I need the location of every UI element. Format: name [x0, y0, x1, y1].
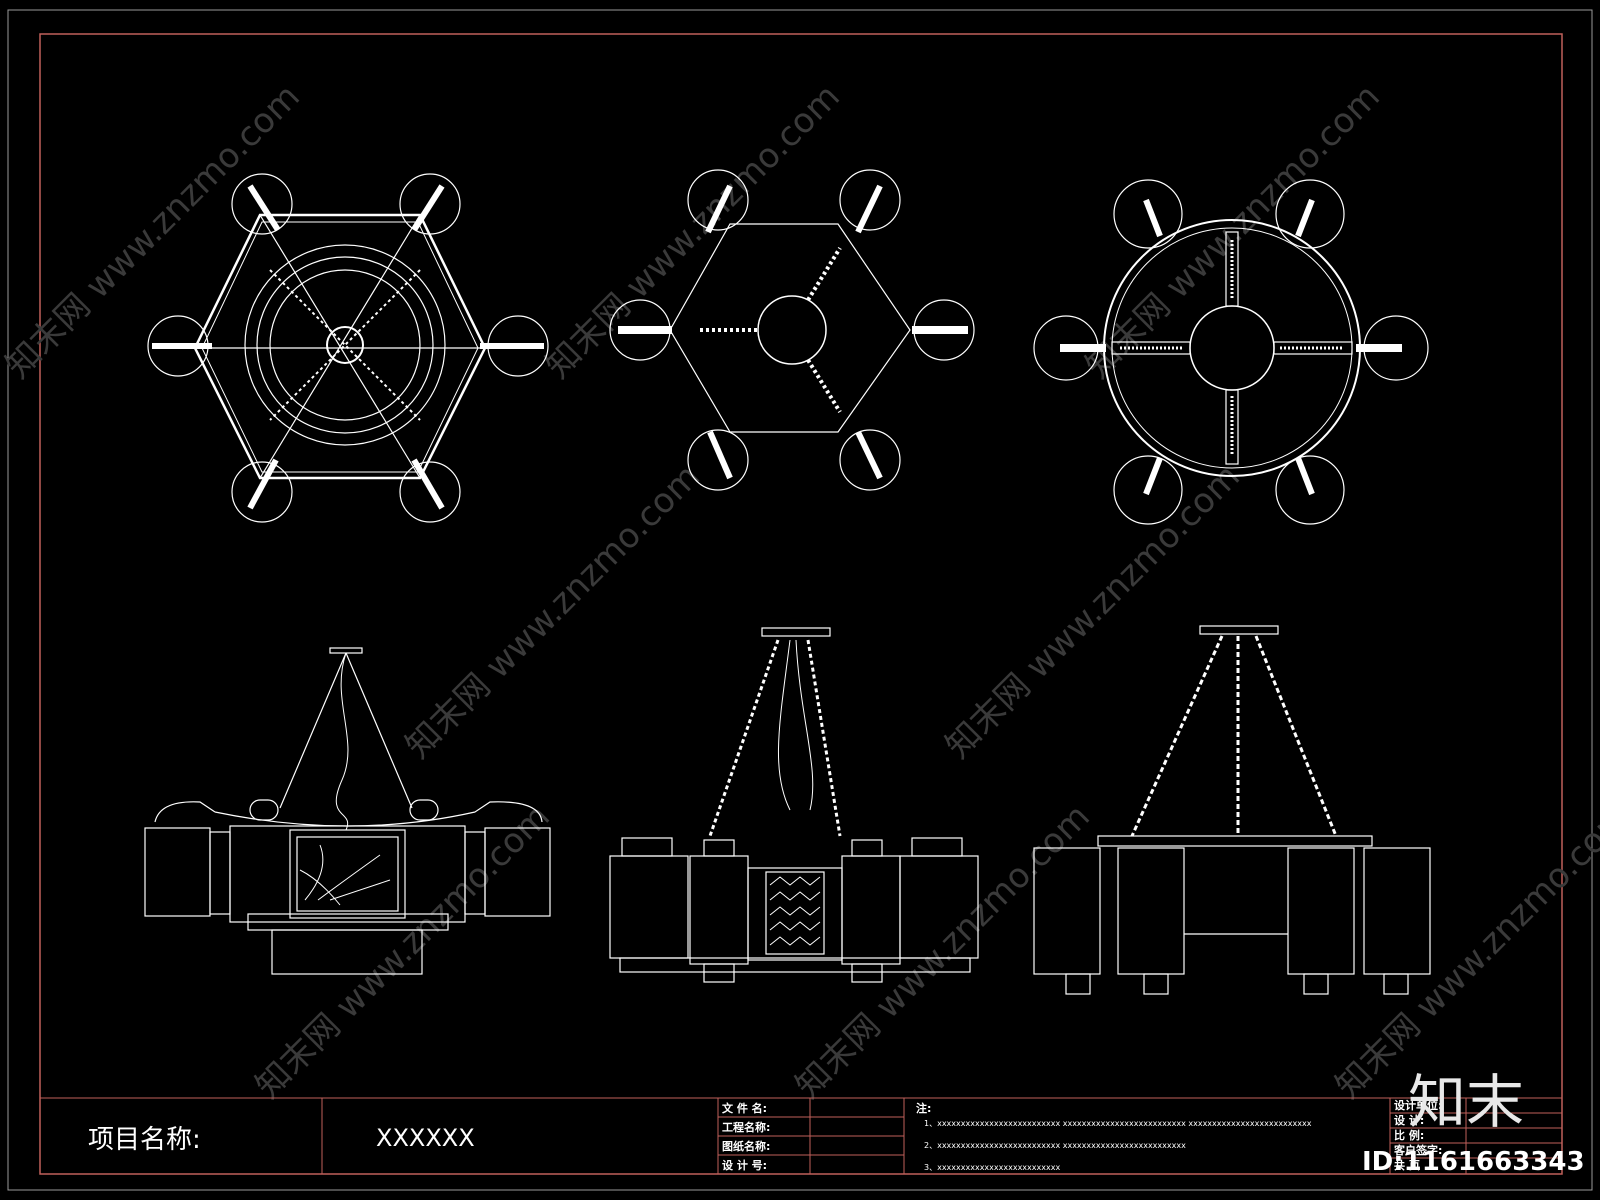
watermark-text: 知末网 www.znzmo.com [938, 457, 1248, 767]
elevation-view-chandelier-2 [609, 627, 979, 983]
notes-label: 注: [916, 1101, 931, 1115]
note-line-3: 3、xxxxxxxxxxxxxxxxxxxxxxxxxx [924, 1163, 1060, 1172]
project-name-label: 项目名称: [88, 1125, 201, 1155]
brand-logo: 知末 [1408, 1068, 1524, 1136]
watermark-text: 知末网 www.znzmo.com [1328, 797, 1600, 1107]
watermarks: 知末网 www.znzmo.com 知末网 www.znzmo.com 知末网 … [0, 77, 1600, 1107]
plan-view-hexagon-chandelier [147, 173, 549, 523]
outer-border [7, 9, 1593, 1191]
note-line-2: 2、xxxxxxxxxxxxxxxxxxxxxxxxxx xxxxxxxxxxx… [924, 1141, 1186, 1150]
image-id-label: ID:1161663343 [1362, 1147, 1585, 1177]
field-page-count: 共 页 [1394, 1158, 1420, 1172]
watermark-text: 知末网 www.znzmo.com [0, 77, 308, 387]
plan-view-hexagon-chandelier-2 [609, 169, 975, 491]
title-block [40, 1097, 1562, 1174]
elevation-view-chandelier-1 [144, 647, 551, 975]
field-design-unit: 设计单位: [1394, 1098, 1442, 1112]
field-client-signature: 客户签字: [1393, 1143, 1442, 1157]
watermark-text: 知末网 www.znzmo.com [788, 797, 1098, 1107]
watermark-text: 知末网 www.znzmo.com [248, 797, 558, 1107]
field-project-name: 工程名称: [722, 1120, 770, 1134]
field-designer: 设 计: [1394, 1113, 1424, 1127]
field-design-number: 设 计 号: [722, 1158, 767, 1172]
field-scale: 比 例: [1394, 1128, 1424, 1142]
watermark-text: 知末网 www.znzmo.com [538, 77, 848, 387]
note-line-1: 1、xxxxxxxxxxxxxxxxxxxxxxxxxx xxxxxxxxxxx… [924, 1119, 1312, 1128]
watermark-text: 知末网 www.znzmo.com [398, 457, 708, 767]
drawing-frame [39, 33, 1563, 1175]
field-file-name: 文 件 名: [722, 1101, 767, 1115]
elevation-view-chandelier-3 [1033, 625, 1431, 995]
plan-view-ring-chandelier [1033, 179, 1429, 525]
field-drawing-name: 图纸名称: [722, 1139, 770, 1153]
project-name-value: XXXXXX [376, 1124, 475, 1152]
